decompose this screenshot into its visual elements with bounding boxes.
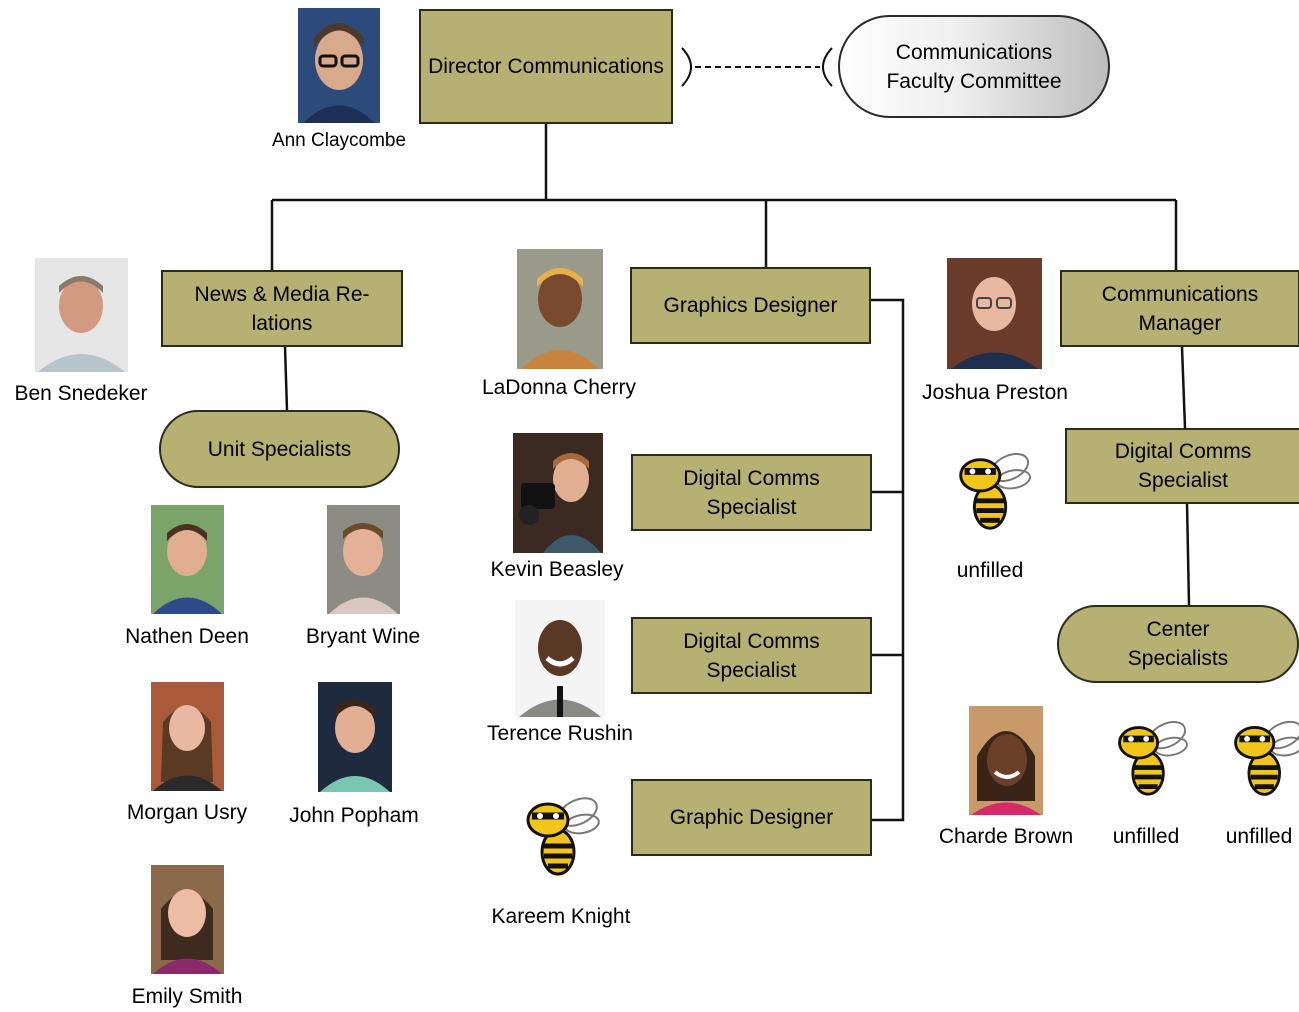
center-specialists-label: Center Specialists (1127, 618, 1229, 670)
graphics-report-title-0: Digital Comms Specialist (683, 466, 820, 519)
center-unfilled-mascot-2 (1226, 714, 1299, 802)
joshua-preston-photo (947, 258, 1042, 369)
center-unfilled-mascot-1 (1110, 714, 1190, 802)
graphics-report-person-0: Kevin Beasley (490, 558, 624, 581)
person-photo-icon (515, 600, 605, 717)
graphics-designer-title: Graphics Designer (663, 294, 838, 317)
person-photo-icon (969, 706, 1043, 815)
person-photo-icon (318, 682, 392, 792)
center-person-name-2: unfilled (1225, 825, 1293, 848)
nathen-deen-photo (151, 505, 224, 614)
graphics-report-box-0[interactable]: Digital Comms Specialist (631, 454, 872, 531)
comms-manager-box[interactable]: Communications Manager (1060, 270, 1299, 347)
unit-person-name-1: Bryant Wine (305, 625, 421, 648)
graphics-person-name: LaDonna Cherry (481, 376, 637, 399)
person-photo-icon (151, 865, 224, 974)
center-person-name-0: Charde Brown (938, 825, 1074, 848)
ben-snedeker-photo (35, 258, 128, 372)
terence-rushin-photo (515, 600, 605, 717)
yellow-jacket-mascot-icon (1234, 720, 1299, 796)
person-photo-icon (35, 258, 128, 372)
graphics-report-title-1: Digital Comms Specialist (683, 629, 820, 682)
director-box[interactable]: Director Communications (419, 9, 673, 124)
news-media-box[interactable]: News & Media Re- lations (161, 270, 403, 347)
charde-brown-photo (969, 706, 1043, 815)
center-specialists-pill[interactable]: Center Specialists (1057, 605, 1299, 683)
committee-label: Communications Faculty Committee (886, 40, 1062, 93)
graphics-report-box-2[interactable]: Graphic Designer (631, 779, 872, 856)
unit-specialists-pill[interactable]: Unit Specialists (159, 410, 400, 488)
unit-person-name-4: Emily Smith (131, 985, 243, 1008)
comms-unfilled-label: unfilled (956, 559, 1024, 582)
john-popham-photo (318, 682, 392, 792)
committee-box[interactable]: Communications Faculty Committee (838, 15, 1110, 118)
ladonna-cherry-photo (517, 249, 603, 369)
person-photo-icon (517, 249, 603, 369)
graphics-report-box-1[interactable]: Digital Comms Specialist (631, 617, 872, 694)
graphics-report-title-2: Graphic Designer (669, 806, 834, 829)
bryant-wine-photo (327, 505, 400, 614)
news-media-title: News & Media Re- lations (194, 282, 370, 335)
yellow-jacket-mascot-icon (526, 797, 600, 876)
unit-specialists-label: Unit Specialists (207, 437, 352, 461)
unit-person-name-0: Nathen Deen (125, 625, 249, 648)
graphics-report-person-1: Terence Rushin (487, 722, 633, 745)
person-photo-icon (151, 682, 224, 791)
person-photo-icon (947, 258, 1042, 369)
director-person-name: Ann Claycombe (271, 130, 407, 151)
director-title: Director Communications (428, 55, 664, 78)
person-photo-icon (327, 505, 400, 614)
kevin-beasley-photo (513, 433, 603, 553)
comms-unfilled-mascot (950, 446, 1034, 536)
yellow-jacket-mascot-icon (959, 453, 1031, 530)
graphics-designer-box[interactable]: Graphics Designer (630, 267, 871, 344)
kareem-knight-mascot (518, 790, 602, 882)
center-person-name-1: unfilled (1112, 825, 1180, 848)
graphics-report-person-2: Kareem Knight (491, 905, 631, 928)
person-photo-icon (298, 8, 380, 123)
comms-digital-title: Digital Comms Specialist (1114, 440, 1252, 492)
morgan-usry-photo (151, 682, 224, 791)
unit-person-name-3: John Popham (289, 804, 419, 827)
unit-person-name-2: Morgan Usry (126, 801, 248, 824)
comms-person-name: Joshua Preston (922, 381, 1068, 404)
comms-digital-box[interactable]: Digital Comms Specialist (1065, 428, 1299, 504)
emily-smith-photo (151, 865, 224, 974)
ann-claycombe-photo (298, 8, 380, 123)
yellow-jacket-mascot-icon (1118, 721, 1188, 796)
news-person-name: Ben Snedeker (14, 382, 148, 405)
comms-manager-title: Communications Manager (1101, 282, 1259, 335)
person-photo-icon (151, 505, 224, 614)
person-photo-icon (513, 433, 603, 553)
